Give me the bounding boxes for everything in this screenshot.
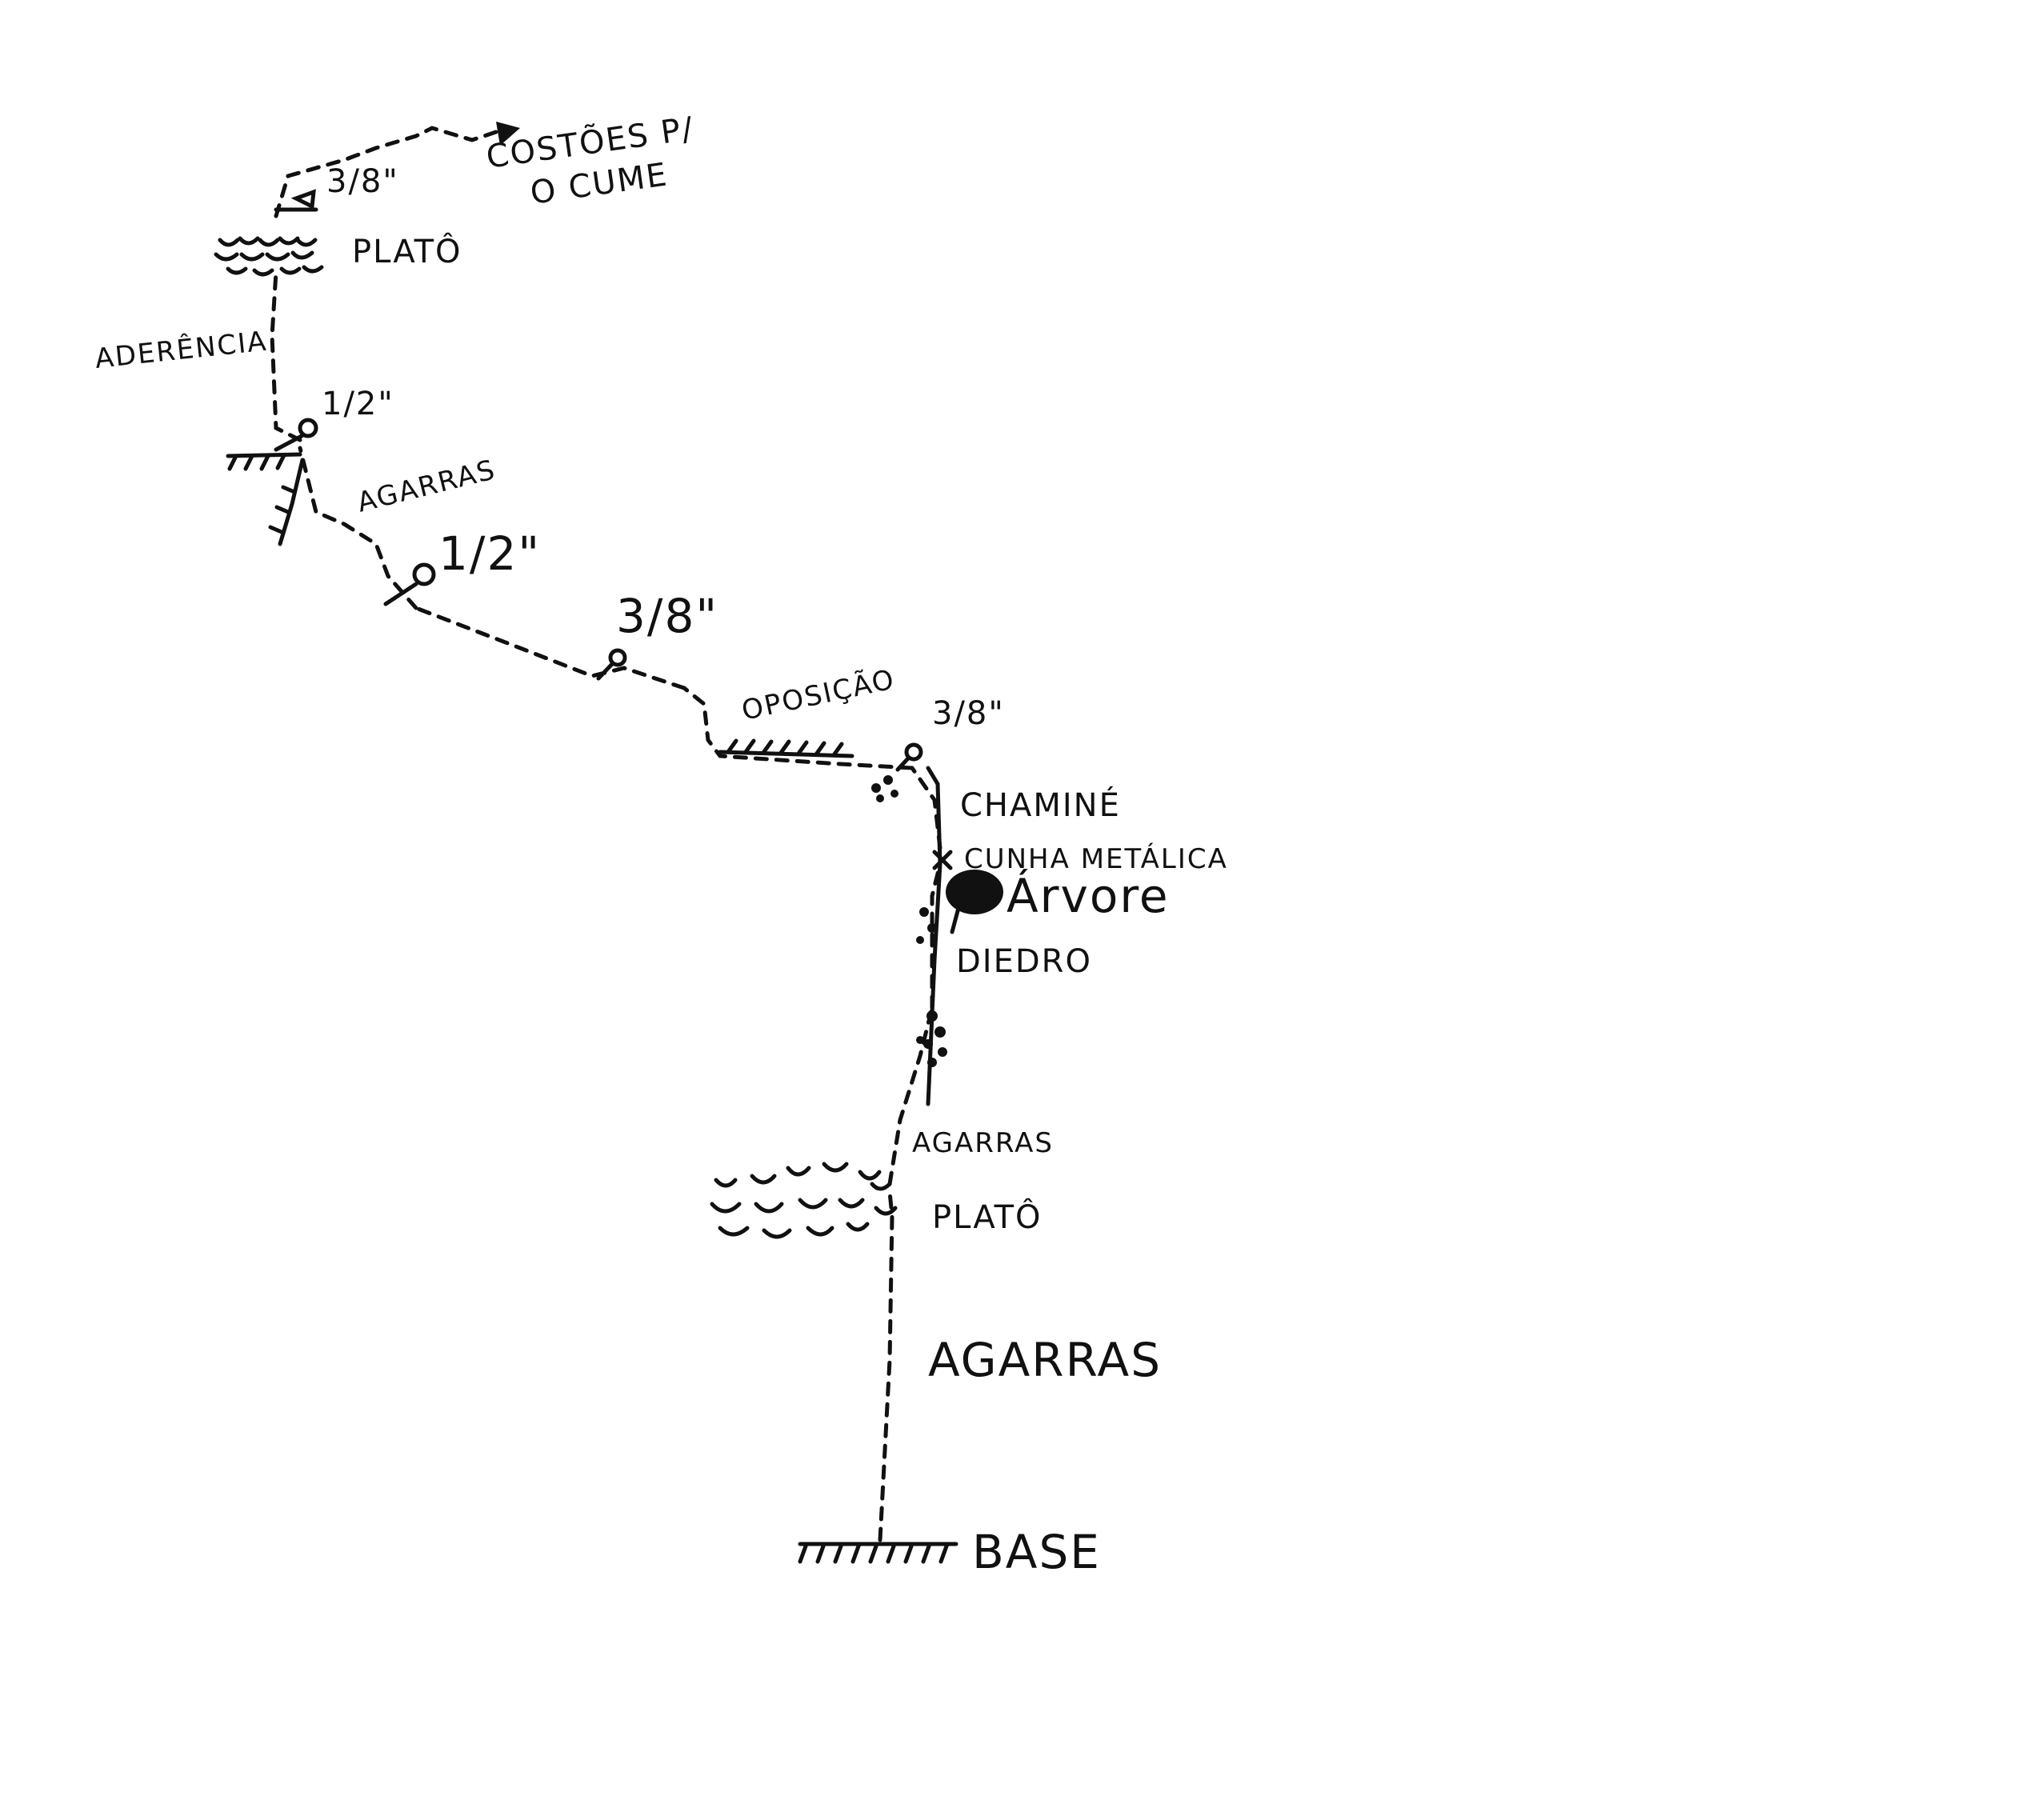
label-bolt-top: 3/8" <box>326 163 399 200</box>
label-agarras-upper: AGARRAS <box>354 454 499 519</box>
route-line-mid <box>414 606 686 690</box>
route-line-aderencia <box>270 270 302 442</box>
label-diedro: DIEDRO <box>956 943 1092 980</box>
oposicao-ledge <box>718 738 854 758</box>
lower-plateau-vegetation <box>710 1162 898 1239</box>
route-line-lower <box>878 1190 894 1542</box>
route-line-to-summit <box>274 126 498 218</box>
bolt-mid-icon <box>596 648 627 681</box>
label-bolt-half-1: 1/2" <box>322 386 394 422</box>
diedro-vegetation <box>916 907 947 1067</box>
upper-plateau-vegetation <box>214 236 324 277</box>
tree-icon <box>946 870 1003 934</box>
route-line-chamine <box>910 766 942 850</box>
label-agarras-mid: AGARRAS <box>912 1127 1054 1159</box>
arrow-head-icon <box>496 122 520 146</box>
label-bolt-chamine: 3/8" <box>932 695 1005 732</box>
roof-feature <box>226 452 305 546</box>
chamine-vegetation <box>871 775 898 802</box>
bolt-top-icon <box>274 189 318 212</box>
label-chamine: CHAMINÉ <box>960 786 1121 824</box>
label-bolt-mid: 3/8" <box>616 589 718 643</box>
label-agarras-low: AGARRAS <box>928 1333 1162 1387</box>
route-line-to-diedro <box>887 1006 934 1186</box>
bolt-half-1-icon <box>274 418 318 452</box>
label-oposicao: OPOSIÇÃO <box>739 663 898 727</box>
label-arvore: Árvore <box>1006 868 1170 923</box>
cunha-metalica-marker <box>932 850 953 870</box>
label-plato-low: PLATÔ <box>932 1198 1043 1236</box>
label-cunha: CUNHA METÁLICA <box>964 842 1228 875</box>
label-bolt-half-2: 1/2" <box>438 526 541 581</box>
route-line-oposicao <box>682 686 914 770</box>
route-line-diedro <box>930 862 942 1010</box>
label-aderencia: ADERÊNCIA <box>94 325 270 375</box>
base-ledge <box>798 1542 958 1564</box>
label-base: BASE <box>972 1525 1101 1579</box>
label-plato-top: PLATÔ <box>352 232 462 270</box>
route-line-upper-agarras <box>298 446 418 610</box>
bolt-half-2-icon <box>383 562 436 606</box>
